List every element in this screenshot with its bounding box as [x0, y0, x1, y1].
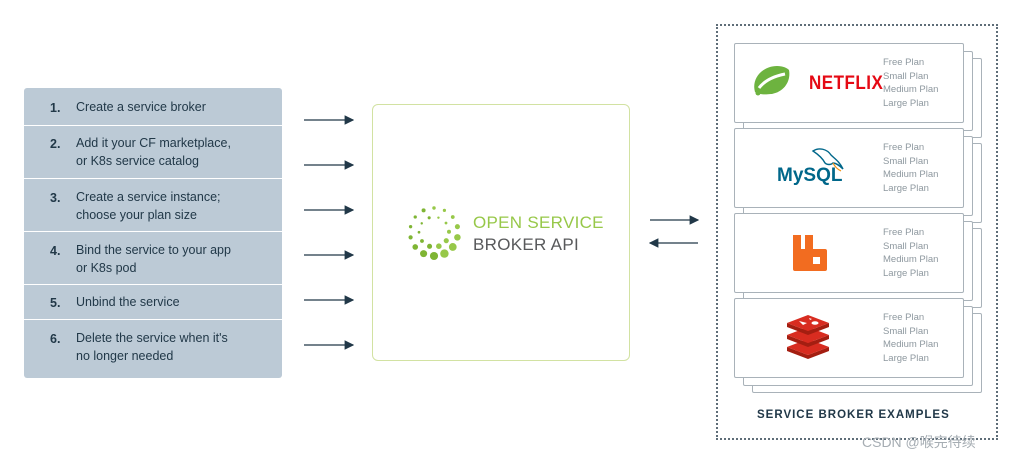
logo-dot: [450, 215, 455, 219]
step-number: 2.: [50, 137, 61, 151]
logo-dot: [444, 221, 448, 225]
plan-small: Small Plan: [883, 325, 929, 337]
logo-dot: [408, 235, 413, 240]
step-4: 4. Bind the service to your app or K8s p…: [24, 232, 282, 285]
examples-caption: SERVICE BROKER EXAMPLES: [757, 409, 950, 421]
logo-dot: [429, 251, 439, 261]
logo-dot: [421, 208, 426, 213]
logo-dot: [427, 243, 433, 249]
steps-panel: 1. Create a service broker 2. Add it you…: [24, 88, 282, 378]
step-text: Unbind the service: [76, 295, 180, 309]
plan-free: Free Plan: [883, 142, 925, 153]
plan-small: Small Plan: [883, 70, 929, 82]
plan-large: Large Plan: [883, 268, 929, 280]
plan-medium: Medium Plan: [883, 169, 939, 181]
logo-dot: [436, 243, 442, 249]
plan-large: Large Plan: [883, 353, 929, 365]
step-text: Add it your CF marketplace, or K8s servi…: [76, 136, 231, 168]
rabbitmq-logo-icon: [793, 235, 827, 271]
netflix-logo: NETFLIX: [809, 71, 884, 94]
logo-dot: [420, 239, 424, 243]
step-text: Create a service broker: [76, 100, 206, 114]
plan-list: Free Plan Small Plan Medium Plan Large P…: [883, 226, 938, 281]
spring-logo-icon: [754, 66, 790, 96]
service-broker-examples-region: [716, 24, 998, 440]
plan-medium: Medium Plan: [883, 84, 939, 96]
step-number: 1.: [50, 101, 61, 115]
example-card-mysql: MySQL Free Plan Small Plan Medium Plan L…: [734, 128, 964, 208]
step-number: 4.: [50, 244, 61, 258]
logo-dot: [440, 249, 449, 258]
step-3: 3. Create a service instance; choose you…: [24, 179, 282, 232]
mysql-dolphin-icon: [811, 148, 844, 172]
logo-dot: [408, 224, 413, 229]
example-card-rabbitmq: Free Plan Small Plan Medium Plan Large P…: [734, 213, 964, 293]
osb-logo-icon: [408, 206, 461, 261]
plan-large: Large Plan: [883, 183, 929, 195]
step-5: 5. Unbind the service: [24, 285, 282, 320]
example-card-netflix: NETFLIX Free Plan Small Plan Medium Plan…: [734, 43, 964, 123]
logo-dot: [427, 216, 431, 220]
logo-dot: [454, 234, 461, 241]
logo-dot: [420, 222, 423, 225]
logo-dot: [417, 230, 421, 234]
step-number: 5.: [50, 296, 61, 310]
plan-small: Small Plan: [883, 155, 929, 167]
open-service-broker-api-box: OPEN SERVICE BROKER API: [372, 104, 630, 361]
plan-small: Small Plan: [883, 240, 929, 252]
plan-medium: Medium Plan: [883, 254, 939, 266]
plan-medium: Medium Plan: [883, 339, 939, 351]
step-number: 3.: [50, 191, 61, 205]
api-title-line1: OPEN SERVICE: [473, 213, 604, 232]
step-6: 6. Delete the service when it's no longe…: [24, 320, 282, 378]
step-text: Delete the service when it's no longer n…: [76, 331, 228, 363]
plan-large: Large Plan: [883, 98, 929, 110]
logo-dot: [420, 250, 428, 258]
logo-dot: [412, 244, 419, 250]
watermark: CSDN @喉完待续: [862, 434, 976, 450]
step-text: Create a service instance; choose your p…: [76, 190, 221, 222]
logo-dot: [448, 243, 457, 251]
step-number: 6.: [50, 332, 61, 346]
mysql-logo: MySQL: [777, 165, 843, 186]
step-text: Bind the service to your app or K8s pod: [76, 243, 231, 275]
step-1: 1. Create a service broker: [24, 88, 282, 126]
plan-list: Free Plan Small Plan Medium Plan Large P…: [883, 141, 938, 196]
logo-dot: [454, 224, 460, 230]
logo-dot: [432, 206, 436, 210]
plan-list: Free Plan Small Plan Medium Plan Large P…: [883, 311, 938, 366]
logo-dot: [443, 238, 449, 244]
logo-dot: [413, 215, 417, 219]
plan-free: Free Plan: [883, 227, 925, 238]
example-card-redis: Free Plan Small Plan Medium Plan Large P…: [734, 298, 964, 378]
logo-dot: [437, 216, 440, 219]
plan-list: Free Plan Small Plan Medium Plan Large P…: [883, 56, 938, 111]
plan-free: Free Plan: [883, 312, 925, 323]
redis-logo-icon: [787, 315, 829, 359]
step-2: 2. Add it your CF marketplace, or K8s se…: [24, 126, 282, 179]
api-title-line2: BROKER API: [473, 235, 579, 254]
logo-dot: [447, 229, 451, 234]
plan-free: Free Plan: [883, 57, 925, 68]
logo-dot: [442, 208, 447, 212]
